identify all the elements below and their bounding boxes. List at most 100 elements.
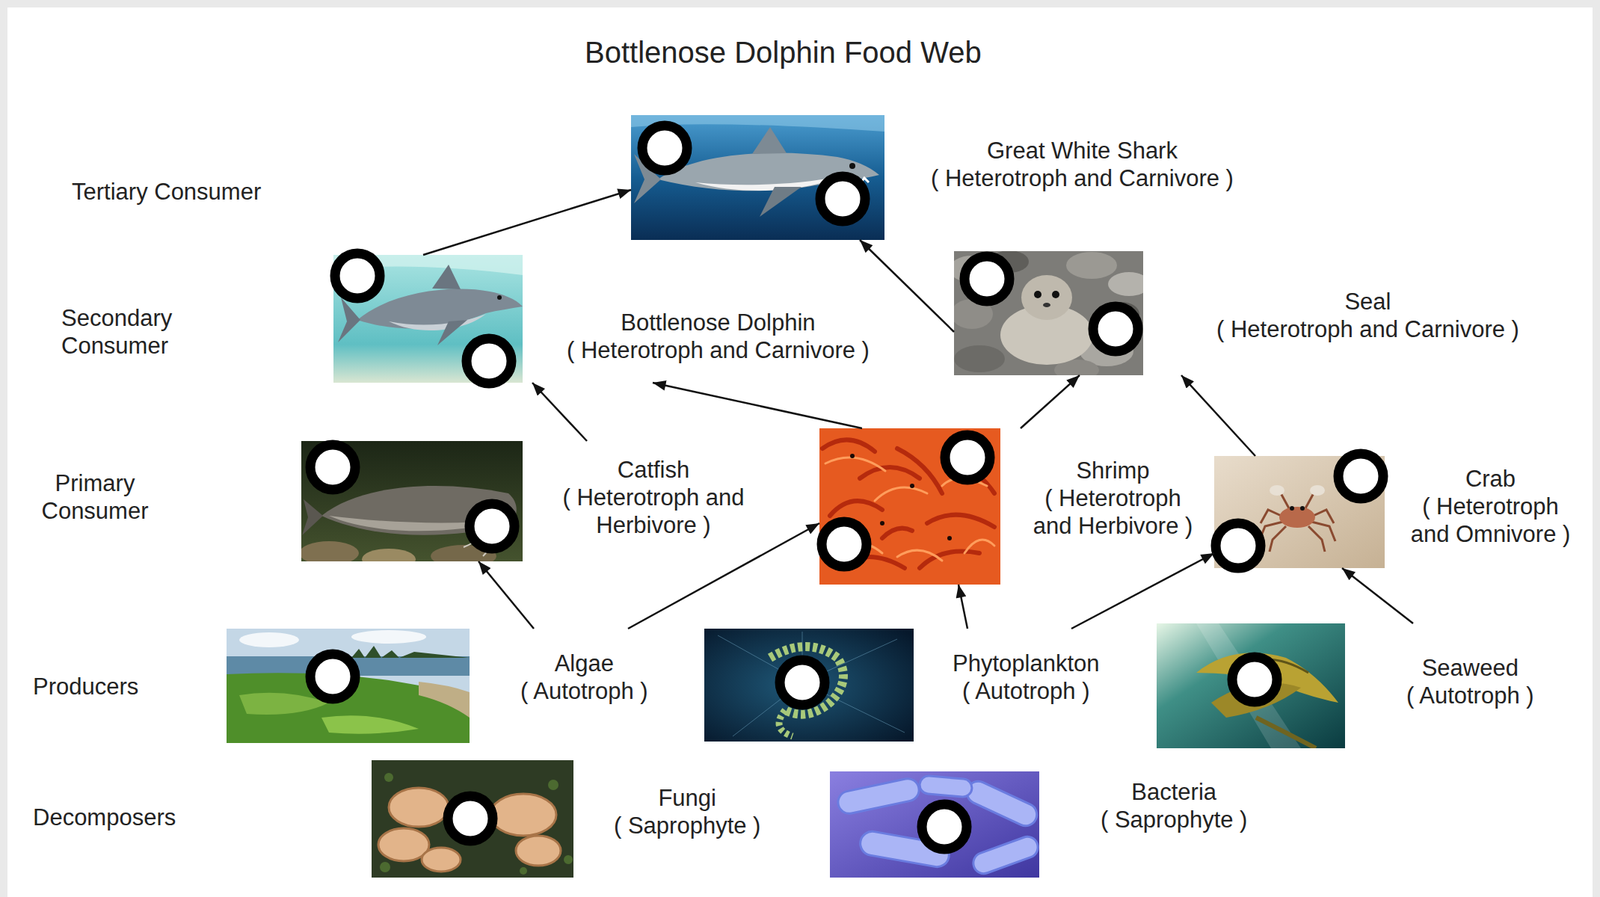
algae-photo	[418, 681, 470, 718]
shrimp-photo	[822, 439, 875, 452]
seal-photo	[1042, 302, 1051, 308]
seal-photo	[954, 345, 1005, 373]
fungi-photo	[519, 867, 528, 875]
organism-name: Phytoplankton	[952, 649, 1100, 678]
crab-photo	[1300, 506, 1305, 511]
organism-node: Seaweed( Autotroph )	[1156, 623, 1538, 749]
seal-photo	[954, 251, 1144, 376]
photo-marker	[310, 125, 1384, 850]
photo-marker	[945, 435, 990, 480]
shrimp-photo	[964, 539, 995, 554]
photo-marker	[310, 444, 356, 490]
organism-type: ( Saprophyte )	[613, 811, 761, 840]
photo-marker	[821, 521, 867, 567]
phytoplankton-photo	[770, 646, 844, 715]
organism-label: Seal( Heterotroph and Carnivore )	[1216, 287, 1520, 344]
shark-photo	[849, 162, 856, 169]
food-arrow	[1342, 568, 1414, 624]
dolphin-photo	[337, 297, 361, 343]
dolphin-photo	[497, 295, 502, 300]
shrimp-photo	[874, 487, 928, 501]
photo-marker	[921, 804, 967, 850]
catfish-photo	[301, 441, 523, 562]
seal-photo	[1021, 275, 1073, 320]
organism-label: Catfish( Heterotroph and Herbivore )	[552, 456, 755, 540]
organism-type: ( Heterotroph and Omnivore )	[1406, 492, 1575, 549]
seaweed-photo	[1196, 652, 1339, 703]
organism-name: Seal	[1216, 287, 1520, 316]
fungi-photo	[378, 788, 561, 872]
seal-photo	[1066, 251, 1118, 279]
diagram-title: Bottlenose Dolphin Food Web	[584, 34, 982, 71]
trophic-level-label: Tertiary Consumer	[71, 177, 261, 206]
photo-marker	[1338, 453, 1384, 499]
photo-marker	[779, 660, 825, 706]
organism-type: ( Heterotroph and Carnivore )	[930, 164, 1234, 193]
organism-type: ( Saprophyte )	[1100, 805, 1248, 834]
dolphin-photo	[388, 314, 486, 331]
crab-photo	[1308, 526, 1325, 552]
organism-name: Seaweed	[1406, 654, 1535, 682]
seal-photo	[1108, 272, 1144, 297]
organism-name: Fungi	[613, 784, 761, 812]
seal-photo	[1051, 290, 1060, 299]
algae-photo	[226, 628, 470, 744]
dolphin-photo	[357, 289, 523, 329]
fungi-photo	[371, 760, 574, 878]
organism-name: Bottlenose Dolphin	[566, 308, 870, 337]
organism-node: Phytoplankton( Autotroph )	[704, 628, 1103, 742]
shark-photo	[631, 115, 885, 240]
food-arrow	[859, 240, 955, 332]
phytoplankton-photo	[704, 628, 914, 742]
shark-photo	[759, 186, 802, 217]
shrimp-photo	[819, 428, 1001, 585]
food-arrow	[1020, 375, 1080, 429]
photo-marker	[334, 253, 380, 299]
photo-marker	[1093, 306, 1138, 352]
photo-marker	[310, 654, 356, 700]
trophic-level-label: Producers	[32, 672, 139, 701]
organism-type: ( Autotroph )	[520, 677, 649, 706]
catfish-photo	[301, 541, 359, 562]
phytoplankton-photo	[717, 631, 905, 737]
organism-name: Algae	[520, 649, 649, 678]
bacteria-photo	[829, 771, 1040, 878]
organism-type: ( Heterotroph and Carnivore )	[1216, 315, 1520, 344]
bacteria-photo	[962, 777, 1040, 830]
shark-photo	[631, 115, 885, 240]
photo-marker	[466, 338, 512, 384]
trophic-level-label: Decomposers	[32, 803, 176, 832]
crab-photo	[1269, 526, 1286, 552]
algae-photo	[321, 715, 419, 735]
fungi-photo	[371, 760, 574, 878]
fungi-photo	[563, 855, 573, 865]
food-arrow	[1071, 553, 1215, 629]
dolphin-photo	[432, 264, 461, 290]
organism-type: ( Heterotroph and Herbivore )	[552, 483, 755, 540]
food-arrow	[532, 382, 587, 442]
crab-photo	[1279, 506, 1316, 528]
organism-label: Phytoplankton( Autotroph )	[952, 649, 1100, 706]
organism-node: Catfish( Heterotroph and Herbivore )	[301, 441, 758, 562]
food-arrow	[652, 382, 863, 429]
fungi-photo	[379, 862, 391, 873]
shrimp-photo	[859, 467, 920, 479]
seaweed-photo	[1196, 623, 1301, 749]
trophic-level-label: Secondary Consumer	[61, 304, 174, 360]
crab-photo	[1309, 485, 1325, 496]
seaweed-photo	[1156, 623, 1346, 749]
organism-node: Crab( Heterotroph and Omnivore )	[1214, 456, 1578, 569]
phytoplankton-photo	[779, 710, 793, 737]
shrimp-photo	[909, 483, 915, 489]
crab-photo	[1269, 485, 1285, 496]
crab-photo	[1289, 506, 1295, 511]
organism-name: Great White Shark	[930, 136, 1234, 165]
algae-photo	[351, 630, 427, 644]
photo-marker	[820, 176, 866, 222]
fungi-photo	[388, 788, 449, 827]
photo-marker	[447, 796, 493, 842]
fungi-photo	[548, 779, 559, 791]
organism-label: Fungi( Saprophyte )	[613, 784, 761, 840]
